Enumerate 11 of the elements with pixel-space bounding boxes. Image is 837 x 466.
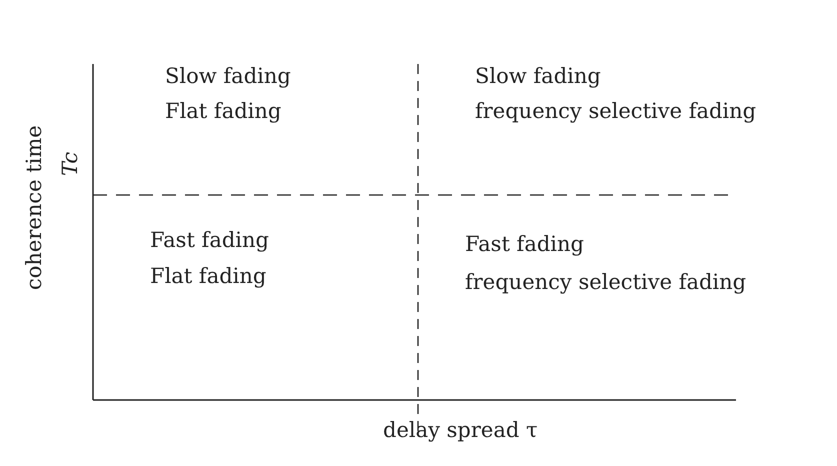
quadrant-label: Flat fading (165, 99, 282, 124)
quadrant-label: Slow fading (475, 64, 601, 90)
quadrant-label: Fast fading (465, 232, 584, 258)
quadrant-label: frequency selective fading (475, 99, 756, 124)
quadrant-label: frequency selective fading (465, 270, 746, 296)
quadrant-label: Flat fading (150, 264, 266, 290)
axis-symbol: Tc (58, 152, 83, 176)
quadrant-label: Fast fading (150, 228, 269, 254)
axis-title: coherence time (22, 125, 47, 290)
axis-title: delay spread τ (383, 418, 538, 444)
quadrant-label: Slow fading (165, 64, 291, 90)
